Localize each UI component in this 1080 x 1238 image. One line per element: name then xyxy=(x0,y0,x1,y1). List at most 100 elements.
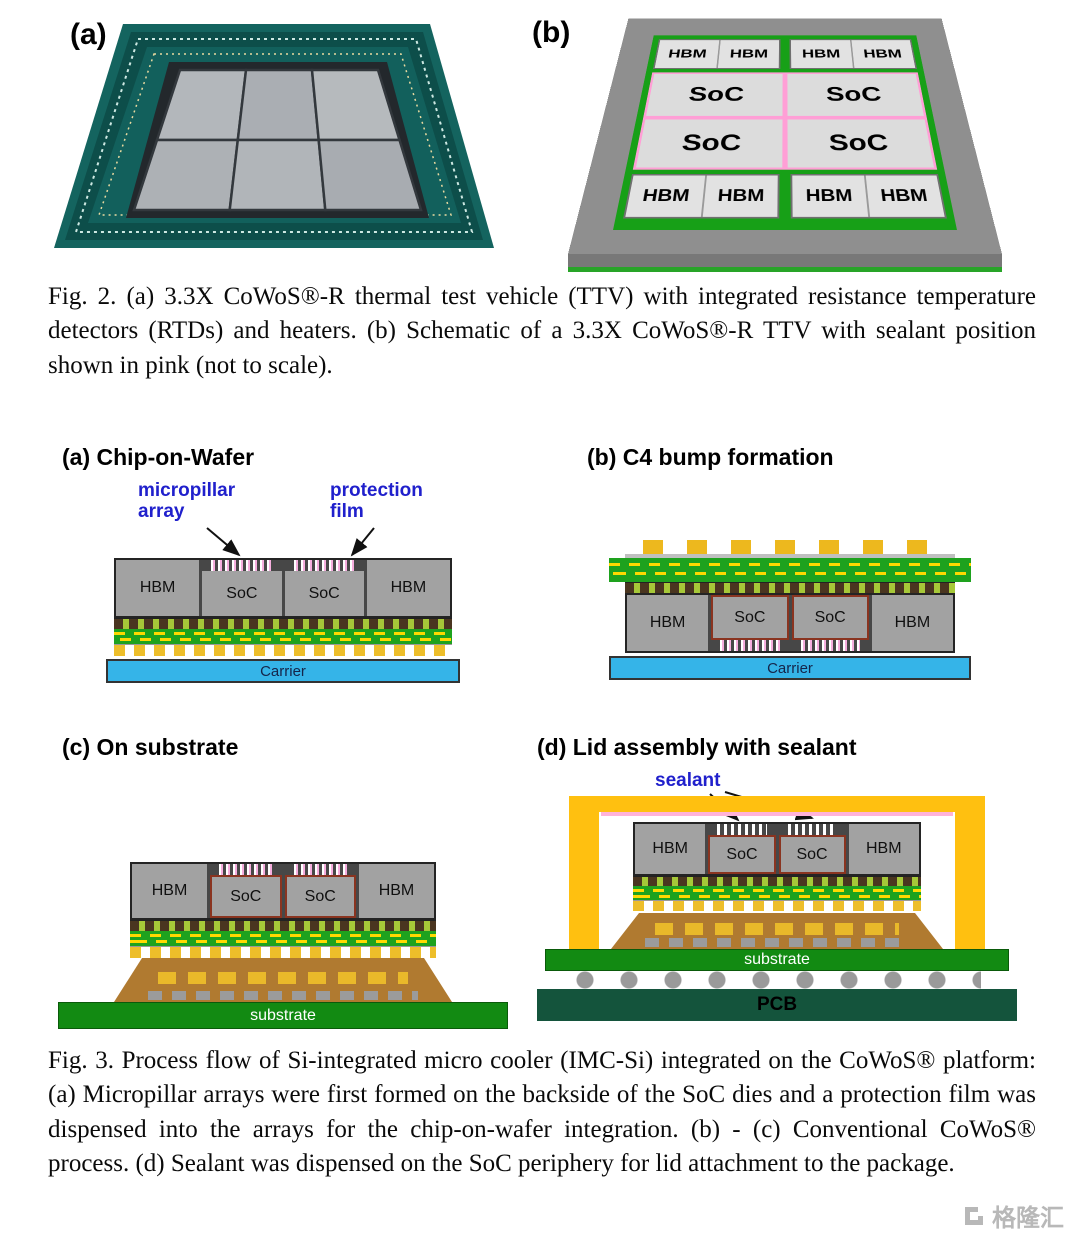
fig3-caption: Fig. 3. Process flow of Si-integrated mi… xyxy=(48,1044,1036,1181)
rdl-interposer-layer xyxy=(130,931,436,946)
hbm-die: HBM xyxy=(367,560,450,616)
microbump-layer xyxy=(114,618,452,629)
pcb-bar: PCB xyxy=(537,989,1017,1021)
hbm-row-bottom: HBM HBM HBM HBM xyxy=(623,174,947,218)
rdl-interposer-layer xyxy=(609,558,971,582)
cow-cross-section: HBM SoC SoC HBM Carrier xyxy=(114,558,452,683)
fig2-ttv-photo xyxy=(28,8,503,270)
package-slab: HBM HBM HBM HBM SoC SoC xyxy=(568,18,1002,254)
fig2-caption: Fig. 2. (a) 3.3X CoWoS®-R thermal test v… xyxy=(48,280,1036,383)
fig3-panel-d-title: (d) Lid assembly with sealant xyxy=(537,734,857,761)
soc-die-label: SoC xyxy=(643,72,785,117)
sealant-layer xyxy=(601,812,953,816)
die-row: HBM SoC SoC HBM xyxy=(114,558,452,618)
hbm-die: HBM xyxy=(849,824,919,874)
fig3-panel-a: (a) Chip-on-Wafer micropillar array prot… xyxy=(52,442,507,714)
slab-front-edge xyxy=(568,254,1002,267)
micropillar-array xyxy=(294,560,355,571)
hbm-pair: HBM HBM xyxy=(623,174,779,218)
lid-assembly-diagram: HBM SoC SoC HBM xyxy=(537,796,1017,1024)
substrate-core xyxy=(114,958,452,1002)
fig3-panel-a-title: (a) Chip-on-Wafer xyxy=(62,444,254,471)
c4-bump-layer xyxy=(114,644,452,656)
soc-die-label: SoC xyxy=(785,72,927,117)
rdl-interposer-layer xyxy=(633,886,921,900)
die-row: HBM SoC SoC HBM xyxy=(633,822,921,876)
microbump-layer xyxy=(625,582,955,593)
protection-film-annotation: protection film xyxy=(330,480,430,523)
hbm-die-label: HBM xyxy=(791,40,854,68)
substrate-pads xyxy=(655,923,899,935)
hbm-die-label: HBM xyxy=(718,40,780,68)
hbm-die-label: HBM xyxy=(792,175,869,216)
fig3-panel-c: (c) On substrate HBM SoC SoC HBM xyxy=(52,726,507,1034)
die-row: HBM SoC SoC HBM xyxy=(625,593,955,653)
micropillar-array xyxy=(720,640,779,651)
gelonghui-watermark: 格隆汇 xyxy=(962,1198,1064,1233)
die-row: HBM SoC SoC HBM xyxy=(130,862,436,920)
soc-die-label: SoC xyxy=(210,875,281,918)
carrier-bar: Carrier xyxy=(106,659,460,683)
hbm-die: HBM xyxy=(872,595,953,651)
soc-die-label: SoC xyxy=(633,118,785,170)
substrate-pads-gray xyxy=(148,991,418,1000)
interposer-green-face: HBM HBM HBM HBM SoC SoC xyxy=(613,35,957,230)
hbm-die: HBM xyxy=(116,560,199,616)
substrate-pads xyxy=(158,972,408,984)
microbump-layer xyxy=(130,920,436,931)
lid-leg-left xyxy=(569,796,599,949)
soc-die-label: SoC xyxy=(285,571,364,616)
micropillar-array xyxy=(211,560,272,571)
hbm-die-label: HBM xyxy=(865,175,944,216)
slab-green-edge xyxy=(568,267,1002,272)
fig2-schematic-scene: HBM HBM HBM HBM SoC SoC xyxy=(555,4,1015,276)
hbm-die: HBM xyxy=(627,595,708,651)
soc-row: SoC SoC xyxy=(633,118,937,170)
sealant-annotation: sealant xyxy=(655,770,720,791)
hbm-die-label: HBM xyxy=(702,175,777,216)
gelonghui-logo-icon xyxy=(962,1204,986,1228)
carrier-bar: Carrier xyxy=(609,656,971,680)
soc-die: SoC xyxy=(210,864,281,918)
hbm-pair: HBM HBM xyxy=(790,174,946,218)
hbm-pair: HBM HBM xyxy=(789,39,917,69)
hbm-die: HBM xyxy=(132,864,207,918)
micropillar-array xyxy=(219,864,272,875)
soc-die: SoC xyxy=(792,595,869,651)
soc-die: SoC xyxy=(779,824,846,874)
hbm-pair: HBM HBM xyxy=(653,39,781,69)
soc-die-label: SoC xyxy=(202,571,281,616)
fig3-panel-b-title: (b) C4 bump formation xyxy=(587,444,834,471)
micropillar-array xyxy=(801,640,860,651)
soc-die: SoC xyxy=(711,595,788,651)
hbm-die-label: HBM xyxy=(851,40,915,68)
bga-balls xyxy=(573,971,981,989)
soc-row: SoC SoC xyxy=(643,72,927,117)
hbm-row-top: HBM HBM HBM HBM xyxy=(653,39,917,69)
lid-leg-right xyxy=(955,796,985,949)
hbm-die-label: HBM xyxy=(655,40,721,68)
fig3-panel-b: (b) C4 bump formation HBM SoC SoC HBM Ca… xyxy=(565,442,1030,714)
c4-cross-section: HBM SoC SoC HBM Carrier xyxy=(625,540,955,680)
hbm-die: HBM xyxy=(635,824,705,874)
soc-die: SoC xyxy=(708,824,775,874)
micropillar-array xyxy=(717,824,766,835)
substrate-bar: substrate xyxy=(545,949,1009,971)
rdl-interposer-layer xyxy=(114,629,452,644)
soc-die-label: SoC xyxy=(792,595,869,640)
fig3-panel-d: (d) Lid assembly with sealant sealant HB… xyxy=(525,726,1030,1034)
soc-die-label: SoC xyxy=(708,835,775,874)
micropillar-array xyxy=(788,824,837,835)
soc-die: SoC xyxy=(202,560,281,616)
die-stack: HBM SoC SoC HBM xyxy=(633,822,921,911)
micropillar-annotation: micropillar array xyxy=(138,480,250,523)
fig2-panel-b: (b) HBM HBM HBM HBM xyxy=(520,4,1025,276)
microbump-layer xyxy=(633,876,921,886)
soc-die-label: SoC xyxy=(711,595,788,640)
substrate-bar: substrate xyxy=(58,1002,508,1029)
soc-die-label: SoC xyxy=(285,875,356,918)
soc-die-label: SoC xyxy=(785,118,937,170)
fig2-panel-a: (a) xyxy=(28,8,503,270)
c4-bump-layer xyxy=(130,946,436,958)
